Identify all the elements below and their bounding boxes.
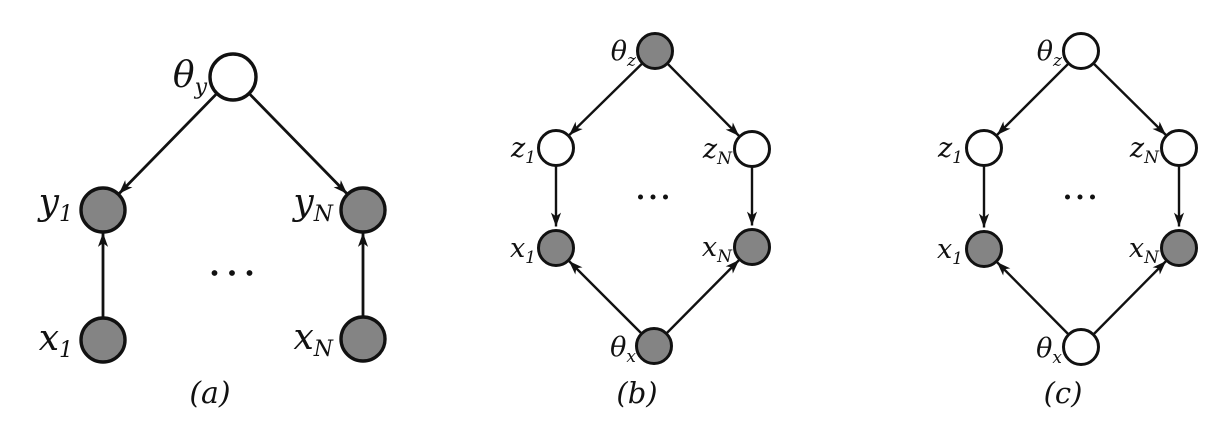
node-a-x_N <box>339 315 387 363</box>
node-label-a-x_N: xN <box>293 317 333 362</box>
node-label-subscript: 1 <box>525 148 536 168</box>
edge-b-theta_z-to-z_N <box>667 63 740 137</box>
node-label-subscript: 1 <box>59 202 73 227</box>
node-label-b-x_1: x1 <box>510 233 536 268</box>
ellipsis-dot <box>1090 194 1095 200</box>
ellipsis-dot <box>1077 194 1083 200</box>
node-label-subscript: N <box>716 247 733 267</box>
node-label-subscript: 1 <box>952 249 963 269</box>
node-label-main: z <box>510 133 526 164</box>
node-label-subscript: N <box>716 149 733 169</box>
node-b-x_1 <box>537 229 575 267</box>
node-c-x_N <box>1160 229 1198 267</box>
ellipsis-dots-c <box>1065 194 1095 200</box>
node-label-subscript: N <box>1143 248 1160 268</box>
node-label-c-x_N: xN <box>1129 233 1160 268</box>
edge-a-theta_y-to-y_N <box>248 93 348 195</box>
node-label-c-z_1: z1 <box>937 133 963 168</box>
node-label-main: θ <box>1036 333 1052 364</box>
node-label-b-theta_z: θz <box>611 36 637 71</box>
ellipsis-dot <box>638 194 643 200</box>
node-label-subscript: z <box>626 51 637 71</box>
node-label-b-z_N: zN <box>702 134 733 169</box>
node-label-subscript: N <box>1143 148 1160 168</box>
edge-c-theta_z-to-z_1 <box>996 63 1069 136</box>
ellipsis-dot <box>1065 194 1070 200</box>
node-label-subscript: y <box>194 75 208 100</box>
node-label-main: θ <box>173 55 195 96</box>
node-label-main: y <box>291 182 314 223</box>
node-label-c-theta_z: θz <box>1037 36 1063 71</box>
node-label-b-z_1: z1 <box>510 133 536 168</box>
node-c-theta_z <box>1062 32 1100 70</box>
node-label-b-theta_x: θx <box>610 332 636 367</box>
node-label-main: θ <box>1037 36 1053 67</box>
node-label-a-y_1: y1 <box>37 182 73 227</box>
node-label-b-x_N: xN <box>702 232 733 267</box>
node-label-main: x <box>39 318 59 359</box>
node-b-z_N <box>733 130 771 168</box>
node-label-main: z <box>1129 133 1145 164</box>
node-label-a-x_1: x1 <box>39 318 73 363</box>
node-label-c-theta_x: θx <box>1036 333 1062 368</box>
ellipsis-dot <box>211 270 218 276</box>
node-c-x_1 <box>965 230 1003 268</box>
ellipsis-dot <box>663 194 668 200</box>
node-b-theta_x <box>635 327 673 365</box>
edge-a-theta_y-to-y_1 <box>118 93 218 195</box>
node-label-subscript: 1 <box>525 248 536 268</box>
node-label-c-x_1: x1 <box>937 234 963 269</box>
node-label-subscript: N <box>313 337 334 362</box>
panel-caption-b: (b) <box>616 376 657 410</box>
edge-b-theta_x-to-x_N <box>666 259 740 334</box>
node-b-z_1 <box>537 129 575 167</box>
node-a-x_1 <box>79 316 127 364</box>
panel-caption-a: (a) <box>189 376 230 411</box>
node-label-main: x <box>702 232 717 263</box>
node-label-subscript: N <box>313 202 334 227</box>
ellipsis-dots-b <box>638 194 668 200</box>
node-label-main: z <box>702 134 718 165</box>
node-label-main: y <box>37 182 60 223</box>
node-label-c-z_N: zN <box>1129 133 1160 168</box>
node-label-subscript: x <box>1052 348 1062 368</box>
panel-caption-c: (c) <box>1044 376 1083 410</box>
ellipsis-dot <box>650 194 656 200</box>
ellipsis-dot <box>246 270 253 276</box>
node-label-subscript: z <box>1052 51 1063 71</box>
edge-c-theta_z-to-z_N <box>1093 63 1167 136</box>
node-label-main: x <box>937 234 952 265</box>
node-label-main: θ <box>610 332 626 363</box>
node-a-theta_y <box>208 52 258 102</box>
node-label-main: z <box>937 133 953 164</box>
node-label-subscript: 1 <box>952 148 963 168</box>
node-label-main: x <box>510 233 525 264</box>
node-label-subscript: 1 <box>59 338 73 363</box>
node-label-a-y_N: yN <box>291 182 333 227</box>
edge-c-theta_x-to-x_N <box>1093 260 1167 335</box>
node-label-main: x <box>293 317 313 358</box>
node-c-z_1 <box>965 129 1003 167</box>
node-label-a-theta_y: θy <box>173 55 208 100</box>
node-c-theta_x <box>1062 328 1100 366</box>
node-label-subscript: x <box>626 347 636 367</box>
node-a-y_1 <box>79 186 127 234</box>
ellipsis-dot <box>229 270 235 276</box>
edge-b-theta_x-to-x_1 <box>568 260 642 334</box>
edge-c-theta_x-to-x_1 <box>996 261 1069 335</box>
node-b-x_N <box>733 228 771 266</box>
ellipsis-dots-a <box>211 270 253 276</box>
edge-b-theta_z-to-z_1 <box>568 63 643 136</box>
node-a-y_N <box>339 186 387 234</box>
node-c-z_N <box>1160 129 1198 167</box>
node-b-theta_z <box>636 32 674 70</box>
node-label-main: x <box>1129 233 1144 264</box>
node-label-main: θ <box>611 36 627 67</box>
